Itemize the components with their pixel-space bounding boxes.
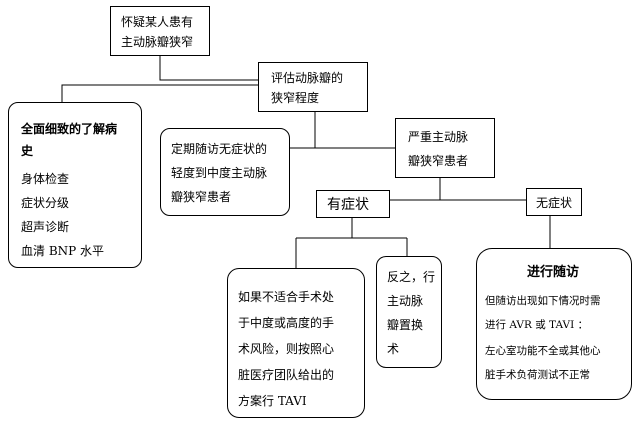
node-text: 有症状 (327, 197, 369, 213)
history-title: 全面细致的了解病 (21, 122, 118, 136)
node-tavi-option: 如果不适合手术处 于中度或高度的手 术风险，则按照心 脏医疗团队给出的 方案行 … (227, 268, 365, 418)
node-severe-stenosis: 严重主动脉 瓣狭窄患者 (395, 118, 495, 178)
node-followup: 进行随访 但随访出现如下情况时需 进行 AVR 或 TAVI ： 左心室功能不全… (476, 248, 632, 400)
node-text: 方案行 TAVI (238, 394, 307, 408)
history-item: 身体检查 (21, 172, 70, 186)
node-text: 反之，行 (387, 270, 436, 284)
node-text: 左心室功能不全或其他心 (485, 345, 601, 357)
node-text: 脏医疗团队给出的 (238, 368, 335, 382)
node-text: 轻度到中度主动脉 (171, 166, 268, 180)
node-avr-option: 反之，行 主动脉 瓣置换 术 (376, 256, 442, 368)
node-text: 主动脉瓣狭窄 (121, 35, 194, 49)
node-asymptomatic: 无症状 (526, 188, 582, 216)
node-suspect-aortic-stenosis: 怀疑某人患有 主动脉瓣狭窄 (110, 6, 210, 56)
node-text: 评估动脉瓣的 (271, 71, 344, 85)
node-text: 脏手术负荷测试不正常 (485, 369, 590, 381)
followup-title: 进行随访 (527, 265, 580, 280)
node-text: 但随访出现如下情况时需 (485, 295, 601, 307)
history-item: 血清 BNP 水平 (21, 244, 105, 258)
node-text: 严重主动脉 (408, 130, 469, 144)
node-text: 瓣置换 (387, 318, 424, 332)
node-text: 术 (387, 342, 400, 356)
node-symptomatic: 有症状 (316, 190, 390, 218)
node-text: 于中度或高度的手 (238, 316, 335, 330)
node-text: 定期随访无症状的 (171, 142, 268, 156)
node-text: 怀疑某人患有 (121, 15, 194, 29)
node-text: 术风险，则按照心 (238, 342, 335, 356)
node-text: 瓣狭窄患者 (408, 154, 469, 168)
node-medical-history: 全面细致的了解病 史 身体检查 症状分级 超声诊断 血清 BNP 水平 (8, 102, 142, 268)
history-title: 史 (21, 144, 34, 158)
node-text: 主动脉 (387, 294, 424, 308)
node-text: 进行 AVR 或 TAVI ： (485, 319, 589, 331)
history-item: 超声诊断 (21, 220, 70, 234)
node-text: 如果不适合手术处 (238, 290, 335, 304)
node-mild-moderate-followup: 定期随访无症状的 轻度到中度主动脉 瓣狭窄患者 (160, 128, 290, 216)
history-item: 症状分级 (21, 196, 70, 210)
node-text: 无症状 (536, 196, 573, 210)
node-evaluate-stenosis: 评估动脉瓣的 狭窄程度 (258, 62, 368, 112)
node-text: 狭窄程度 (271, 91, 320, 105)
node-text: 瓣狭窄患者 (171, 190, 232, 204)
